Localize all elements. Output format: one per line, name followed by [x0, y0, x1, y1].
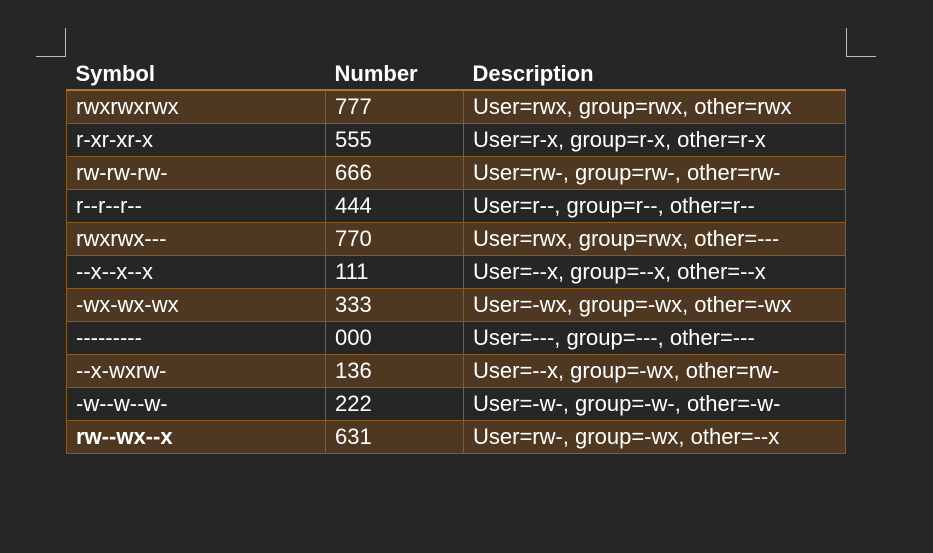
header-symbol: Symbol [75, 60, 155, 86]
cell-symbol[interactable]: rw--wx--x [66, 420, 326, 454]
table-row: --x-wxrw- 136 User=--x, group=-wx, other… [66, 354, 846, 388]
cell-symbol[interactable]: -w--w--w- [66, 387, 326, 421]
cell-number[interactable]: 222 [325, 387, 464, 421]
cell-symbol[interactable]: rwxrwxrwx [66, 89, 326, 124]
cell-description[interactable]: User=rwx, group=rwx, other=--- [463, 222, 846, 256]
cell-description[interactable]: User=rwx, group=rwx, other=rwx [463, 89, 846, 124]
table-row: -w--w--w- 222 User=-w-, group=-w-, other… [66, 387, 846, 421]
crop-mark-top-right [846, 28, 876, 57]
table-row: rwxrwxrwx 777 User=rwx, group=rwx, other… [66, 89, 846, 124]
table-row: r--r--r-- 444 User=r--, group=r--, other… [66, 189, 846, 223]
cell-number[interactable]: 000 [325, 321, 464, 355]
cell-description[interactable]: User=rw-, group=rw-, other=rw- [463, 156, 846, 190]
cell-description[interactable]: User=r-x, group=r-x, other=r-x [463, 123, 846, 157]
cell-description[interactable]: User=r--, group=r--, other=r-- [463, 189, 846, 223]
permissions-table: Symbol Number Description rwxrwxrwx 777 … [66, 58, 846, 454]
cell-number[interactable]: 555 [325, 123, 464, 157]
cell-symbol[interactable]: -wx-wx-wx [66, 288, 326, 322]
cell-symbol[interactable]: --------- [66, 321, 326, 355]
cell-description[interactable]: User=--x, group=--x, other=--x [463, 255, 846, 289]
table-row: -wx-wx-wx 333 User=-wx, group=-wx, other… [66, 288, 846, 322]
cell-symbol[interactable]: rw-rw-rw- [66, 156, 326, 190]
cell-number[interactable]: 333 [325, 288, 464, 322]
cell-number[interactable]: 444 [325, 189, 464, 223]
table-row: rwxrwx--- 770 User=rwx, group=rwx, other… [66, 222, 846, 256]
header-description: Description [472, 60, 594, 86]
crop-mark-top-left [36, 28, 66, 57]
cell-symbol[interactable]: r-xr-xr-x [66, 123, 326, 157]
cell-symbol[interactable]: rwxrwx--- [66, 222, 326, 256]
cell-symbol[interactable]: r--r--r-- [66, 189, 326, 223]
cell-description[interactable]: User=-wx, group=-wx, other=-wx [463, 288, 846, 322]
cell-description[interactable]: User=--x, group=-wx, other=rw- [463, 354, 846, 388]
cell-number[interactable]: 777 [325, 89, 464, 124]
header-row: Symbol Number Description [67, 58, 846, 90]
table-row: r-xr-xr-x 555 User=r-x, group=r-x, other… [66, 123, 846, 157]
cell-number[interactable]: 666 [325, 156, 464, 190]
table-row: rw-rw-rw- 666 User=rw-, group=rw-, other… [66, 156, 846, 190]
cell-number[interactable]: 770 [325, 222, 464, 256]
cell-description[interactable]: User=-w-, group=-w-, other=-w- [463, 387, 846, 421]
table-row: rw--wx--x 631 User=rw-, group=-wx, other… [66, 420, 846, 454]
header-number: Number [334, 60, 418, 86]
cell-number[interactable]: 136 [325, 354, 464, 388]
cell-symbol[interactable]: --x--x--x [66, 255, 326, 289]
cell-description[interactable]: User=---, group=---, other=--- [463, 321, 846, 355]
cell-description[interactable]: User=rw-, group=-wx, other=--x [463, 420, 846, 454]
cell-number[interactable]: 631 [325, 420, 464, 454]
cell-number[interactable]: 111 [325, 255, 464, 289]
cell-symbol[interactable]: --x-wxrw- [66, 354, 326, 388]
table-row: --x--x--x 111 User=--x, group=--x, other… [66, 255, 846, 289]
table-row: --------- 000 User=---, group=---, other… [66, 321, 846, 355]
